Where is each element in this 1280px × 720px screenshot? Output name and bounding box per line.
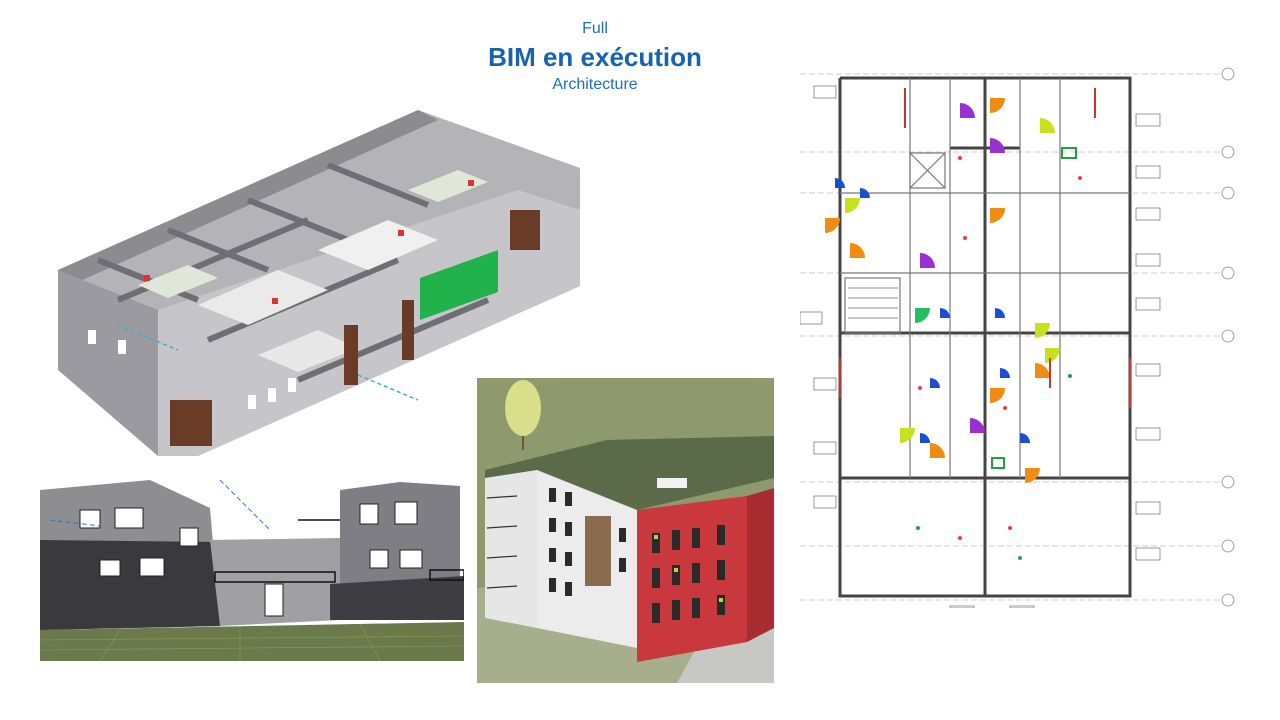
title-block: Full BIM en exécution Architecture (440, 18, 750, 96)
colored-building-render-image (477, 378, 774, 683)
slide-subtitle-top: Full (582, 20, 608, 37)
perspective-elevation-image (40, 480, 464, 661)
slide-title: BIM en exécution (488, 42, 702, 72)
slide-subtitle-bottom: Architecture (552, 76, 638, 93)
floor-plan-image (800, 58, 1240, 608)
isometric-3d-model-image (58, 110, 580, 456)
